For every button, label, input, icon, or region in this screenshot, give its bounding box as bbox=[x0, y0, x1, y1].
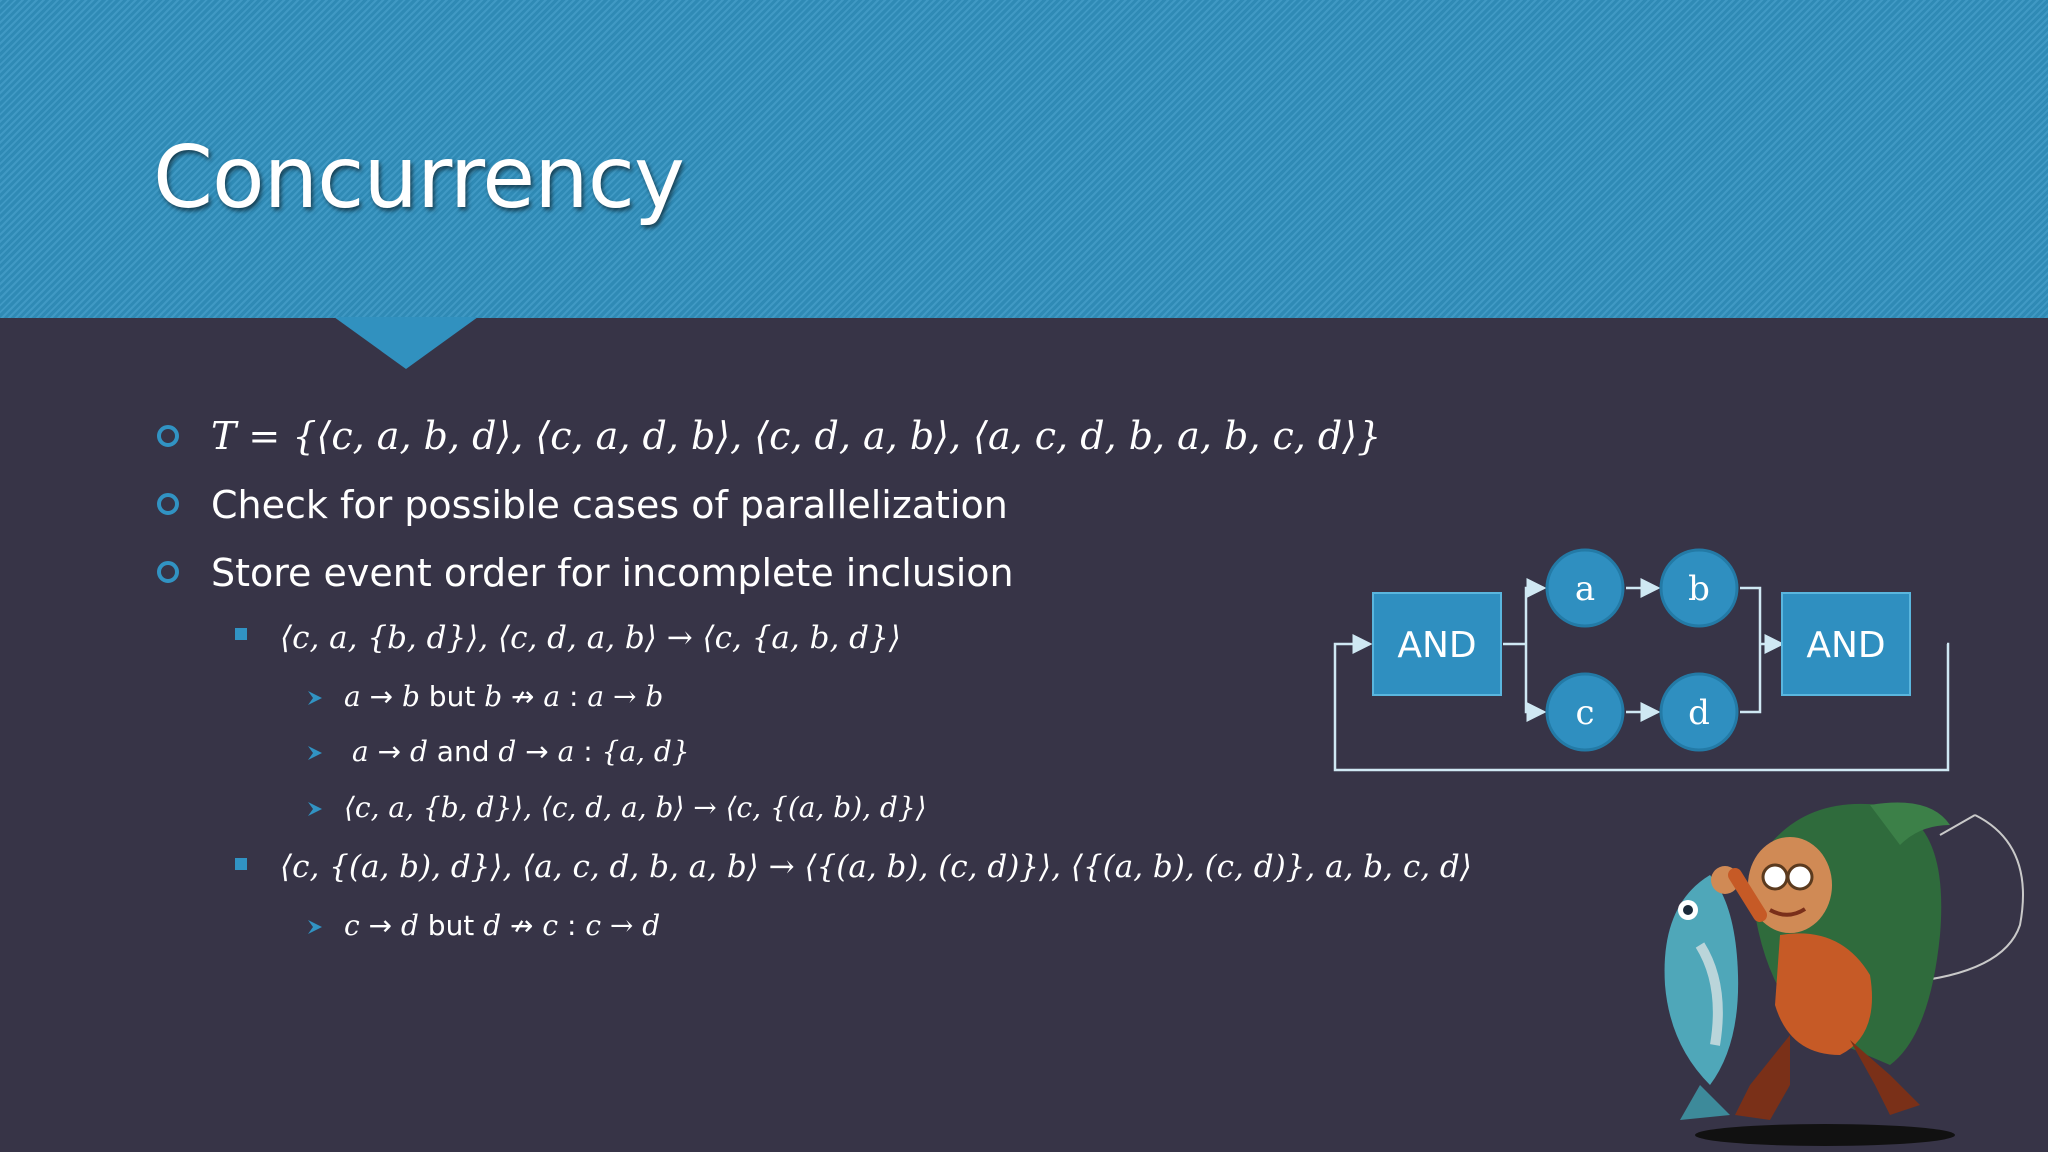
bullet-circle-icon bbox=[157, 425, 179, 447]
node-a-label: a bbox=[1575, 569, 1595, 609]
arrow-bullet-icon bbox=[308, 691, 322, 705]
node-b bbox=[1659, 548, 1739, 628]
node-a bbox=[1545, 548, 1625, 628]
right-and-gate-label: AND bbox=[1806, 625, 1885, 666]
left-and-gate-label: AND bbox=[1397, 625, 1476, 666]
bullet-circle-icon bbox=[157, 561, 179, 583]
sub-bullet-second: ⟨c, {(a, b), d}⟩, ⟨a, c, d, b, a, b⟩ → ⟨… bbox=[280, 849, 1472, 885]
fisher-mascot-image bbox=[1664, 802, 2024, 1146]
sub-sub-bullet-a-b: a → b but b ↛ a : a → b bbox=[344, 680, 664, 713]
node-d bbox=[1659, 672, 1739, 752]
sub-sub-bullet-merge-result: ⟨c, a, {b, d}⟩, ⟨c, d, a, b⟩ → ⟨c, {(a, … bbox=[344, 791, 927, 824]
node-c bbox=[1545, 672, 1625, 752]
left-and-gate bbox=[1372, 592, 1502, 696]
sub-sub-bullet-c-d: c → d but d ↛ c : c → d bbox=[344, 909, 661, 942]
arrow-bullet-icon bbox=[308, 746, 322, 760]
arrow-bullet-icon bbox=[308, 802, 322, 816]
title-banner bbox=[0, 0, 2048, 318]
bullet-square-icon bbox=[235, 858, 247, 870]
bullet-store-event-order: Store event order for incomplete inclusi… bbox=[211, 551, 1014, 595]
banner-notch bbox=[334, 317, 478, 369]
join-lower-connector bbox=[1740, 644, 1762, 714]
bullet-square-icon bbox=[235, 628, 247, 640]
bullet-circle-icon bbox=[157, 493, 179, 515]
node-b-label: b bbox=[1688, 569, 1710, 609]
loop-connector bbox=[1333, 634, 1950, 772]
sub-sub-bullet-a-d: a → d and d → a : {a, d} bbox=[352, 735, 690, 768]
split-upper-connector bbox=[1524, 578, 1547, 644]
bullet-trace-set: T = {⟨c, a, b, d⟩, ⟨c, a, d, b⟩, ⟨c, d, … bbox=[211, 414, 1382, 458]
bullet-check-parallelization: Check for possible cases of parallelizat… bbox=[211, 483, 1008, 527]
split-lower-connector bbox=[1524, 644, 1547, 722]
right-and-gate bbox=[1781, 592, 1911, 696]
join-upper-connector bbox=[1740, 586, 1762, 644]
node-d-label: d bbox=[1688, 693, 1710, 733]
and-split-process-diagram: AND AND a b c d bbox=[1333, 548, 1950, 772]
arrow-bullet-icon bbox=[308, 920, 322, 934]
node-c-label: c bbox=[1575, 693, 1594, 733]
slide-title: Concurrency bbox=[153, 128, 685, 228]
sub-bullet-first: ⟨c, a, {b, d}⟩, ⟨c, d, a, b⟩ → ⟨c, {a, b… bbox=[280, 620, 901, 656]
